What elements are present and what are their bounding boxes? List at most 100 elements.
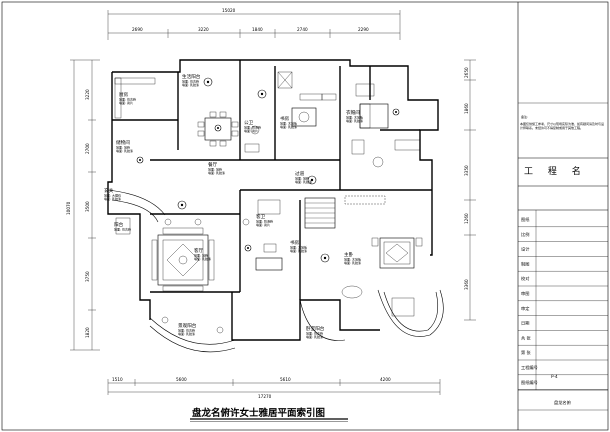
room-finish-note: 墙面: 乳胶漆 — [104, 196, 121, 201]
title-block-row-label: 图纸 — [521, 216, 530, 223]
balcony-curves — [107, 189, 444, 353]
room-finish-note: 墙面: 乳胶漆 — [280, 124, 297, 129]
room-finish-note: 地面: 仿古砖 — [182, 79, 199, 84]
dim-left-seg-1: 3220 — [85, 89, 90, 100]
room-finish-note: 墙面: 乳胶漆 — [208, 170, 225, 175]
dining-table-icon — [204, 117, 232, 141]
room-label: 阳台 — [114, 221, 124, 228]
notes-text: 本图仅供施工参考，尺寸以现场实际为准，如有疑问请及时与设计师联系。未经许可不得复… — [520, 122, 605, 131]
dim-bottom-seg-3: 5610 — [280, 377, 291, 382]
dim-right-seg-1: 2650 — [464, 67, 469, 78]
room-finish-note: 地面: 仿古砖 — [178, 328, 195, 333]
room-finish-note: 地面: 木地板 — [346, 115, 363, 120]
ceiling-light-icon — [320, 253, 330, 263]
room-finish-note: 墙面: 乳胶漆 — [116, 148, 133, 153]
room-label: 公卫 — [244, 120, 254, 126]
dim-top-seg-1: 2690 — [132, 27, 143, 32]
ceiling-light-icon — [307, 175, 317, 185]
title-block-row-label: 校对 — [521, 275, 529, 282]
room-label: 卧室阳台 — [306, 325, 325, 332]
title-block-row-label: 共 张 — [521, 334, 532, 341]
room-finish-note: 墙面: 瓷片 — [119, 100, 133, 105]
title-block-row-label: 日期 — [521, 321, 529, 327]
room-finish-note: 地面: 木地板 — [344, 257, 361, 262]
ceiling-light-icon — [392, 108, 400, 116]
living-room-carpet-icon — [157, 234, 209, 286]
notes-heading: 备注: — [521, 114, 528, 119]
dim-top-overall: 15020 — [222, 8, 236, 13]
room-finish-note: 墙面: 乳胶漆 — [346, 118, 363, 123]
ceiling-light-icon — [177, 200, 187, 210]
room-finish-note: 墙面: 乳胶漆 — [306, 334, 323, 339]
title-block: 备注: 本图仅供施工参考，尺寸以现场实际为准，如有疑问请及时与设计师联系。未经许… — [517, 2, 608, 430]
dim-left-seg-3: 3500 — [85, 201, 90, 212]
room-label: 客厅 — [194, 247, 204, 254]
room-finish-note: 墙面: 乳胶漆 — [290, 248, 307, 253]
title-block-row-label: 审图 — [521, 290, 529, 297]
room-finish-note: 地面: 大理石 — [104, 193, 121, 198]
ceiling-light-icon — [203, 77, 213, 87]
room-finish-note: 地面: 木地板 — [290, 245, 307, 250]
room-finish-note: 墙面: 乳胶漆 — [295, 179, 312, 184]
room-finish-note: 地面: 地砖 — [208, 167, 222, 172]
room-finish-note: 墙面: 乳胶漆 — [182, 82, 199, 87]
dim-right-seg-4: 1260 — [464, 213, 469, 224]
room-finish-note: 墙面: 乳胶漆 — [344, 260, 361, 265]
dim-bottom-overall: 17270 — [258, 394, 272, 399]
room-finish-note: 地面: 地砖 — [116, 145, 130, 150]
room-finish-note: 地面: 木地板 — [280, 121, 297, 126]
dim-top-seg-3: 1840 — [252, 27, 263, 32]
room-label: 餐厅 — [208, 161, 218, 168]
dimension-top: 15020 2690 3220 1840 2740 2290 — [107, 8, 401, 40]
room-label: 景观阳台 — [178, 322, 197, 329]
drawing-number: P-4 — [551, 374, 558, 379]
room-finish-note: 地面: 防滑砖 — [256, 219, 273, 224]
room-finish-note: 墙面: 瓷片 — [244, 128, 258, 133]
ceiling-lights — [136, 77, 400, 263]
drawing-title: 盘龙名俯许女士雅居平面索引图 — [192, 407, 325, 419]
room-finish-note: 地面: 仿古砖 — [119, 97, 136, 102]
walls — [107, 59, 439, 341]
room-label: 主卧 — [344, 251, 354, 258]
title-block-row-label: 制图 — [521, 260, 529, 267]
dim-top-seg-5: 2290 — [358, 27, 369, 32]
dim-bottom-seg-2: 5600 — [176, 377, 187, 382]
title-block-row-label: 第 张 — [521, 349, 532, 356]
dim-top-seg-2: 3220 — [198, 27, 209, 32]
room-label: 客卫 — [256, 213, 266, 220]
room-label: 厨房 — [119, 91, 129, 98]
dimension-bottom: 1510 5600 5610 4200 17270 — [107, 377, 441, 399]
room-label: 过道 — [295, 170, 305, 177]
room-label: 储物间 — [116, 139, 130, 146]
room-label: 衣帽间 — [346, 109, 360, 116]
room-finish-note: 地面: 防滑砖 — [244, 125, 261, 130]
dim-left-overall: 10070 — [66, 201, 71, 215]
dim-bottom-seg-1: 1510 — [112, 377, 123, 382]
room-label: 生活阳台 — [182, 73, 201, 80]
dim-left-seg-4: 3750 — [85, 271, 90, 282]
project-label: 工 程 名 — [524, 165, 587, 177]
master-bed-icon — [379, 237, 415, 269]
dim-right-seg-3: 3350 — [464, 165, 469, 176]
title-block-row-label: 审定 — [521, 305, 529, 312]
room-finish-note: 地面: 地砖 — [295, 176, 309, 181]
furniture — [114, 71, 423, 334]
room-label: 玄关 — [104, 187, 114, 194]
title-block-footer: 盘龙名俯 — [554, 399, 571, 406]
dim-left-seg-2: 2700 — [85, 143, 90, 154]
ceiling-light-icon — [136, 156, 144, 164]
dim-bottom-seg-4: 4200 — [380, 377, 391, 382]
room-finish-note: 墙面: 乳胶漆 — [194, 256, 211, 261]
ceiling-light-icon — [214, 124, 222, 132]
dim-right-seg-5: 3360 — [464, 279, 469, 290]
room-label: 书房 — [280, 115, 290, 122]
ceiling-light-icon — [244, 244, 252, 252]
dimension-left: 10070 3220 2700 3500 3750 1820 — [66, 59, 100, 351]
dim-left-seg-5: 1820 — [85, 327, 90, 338]
room-finish-note: 墙面: 乳胶漆 — [178, 331, 195, 336]
room-finish-note: 墙面: 瓷片 — [256, 222, 270, 227]
room-finish-note: 地面: 地砖 — [194, 253, 208, 258]
